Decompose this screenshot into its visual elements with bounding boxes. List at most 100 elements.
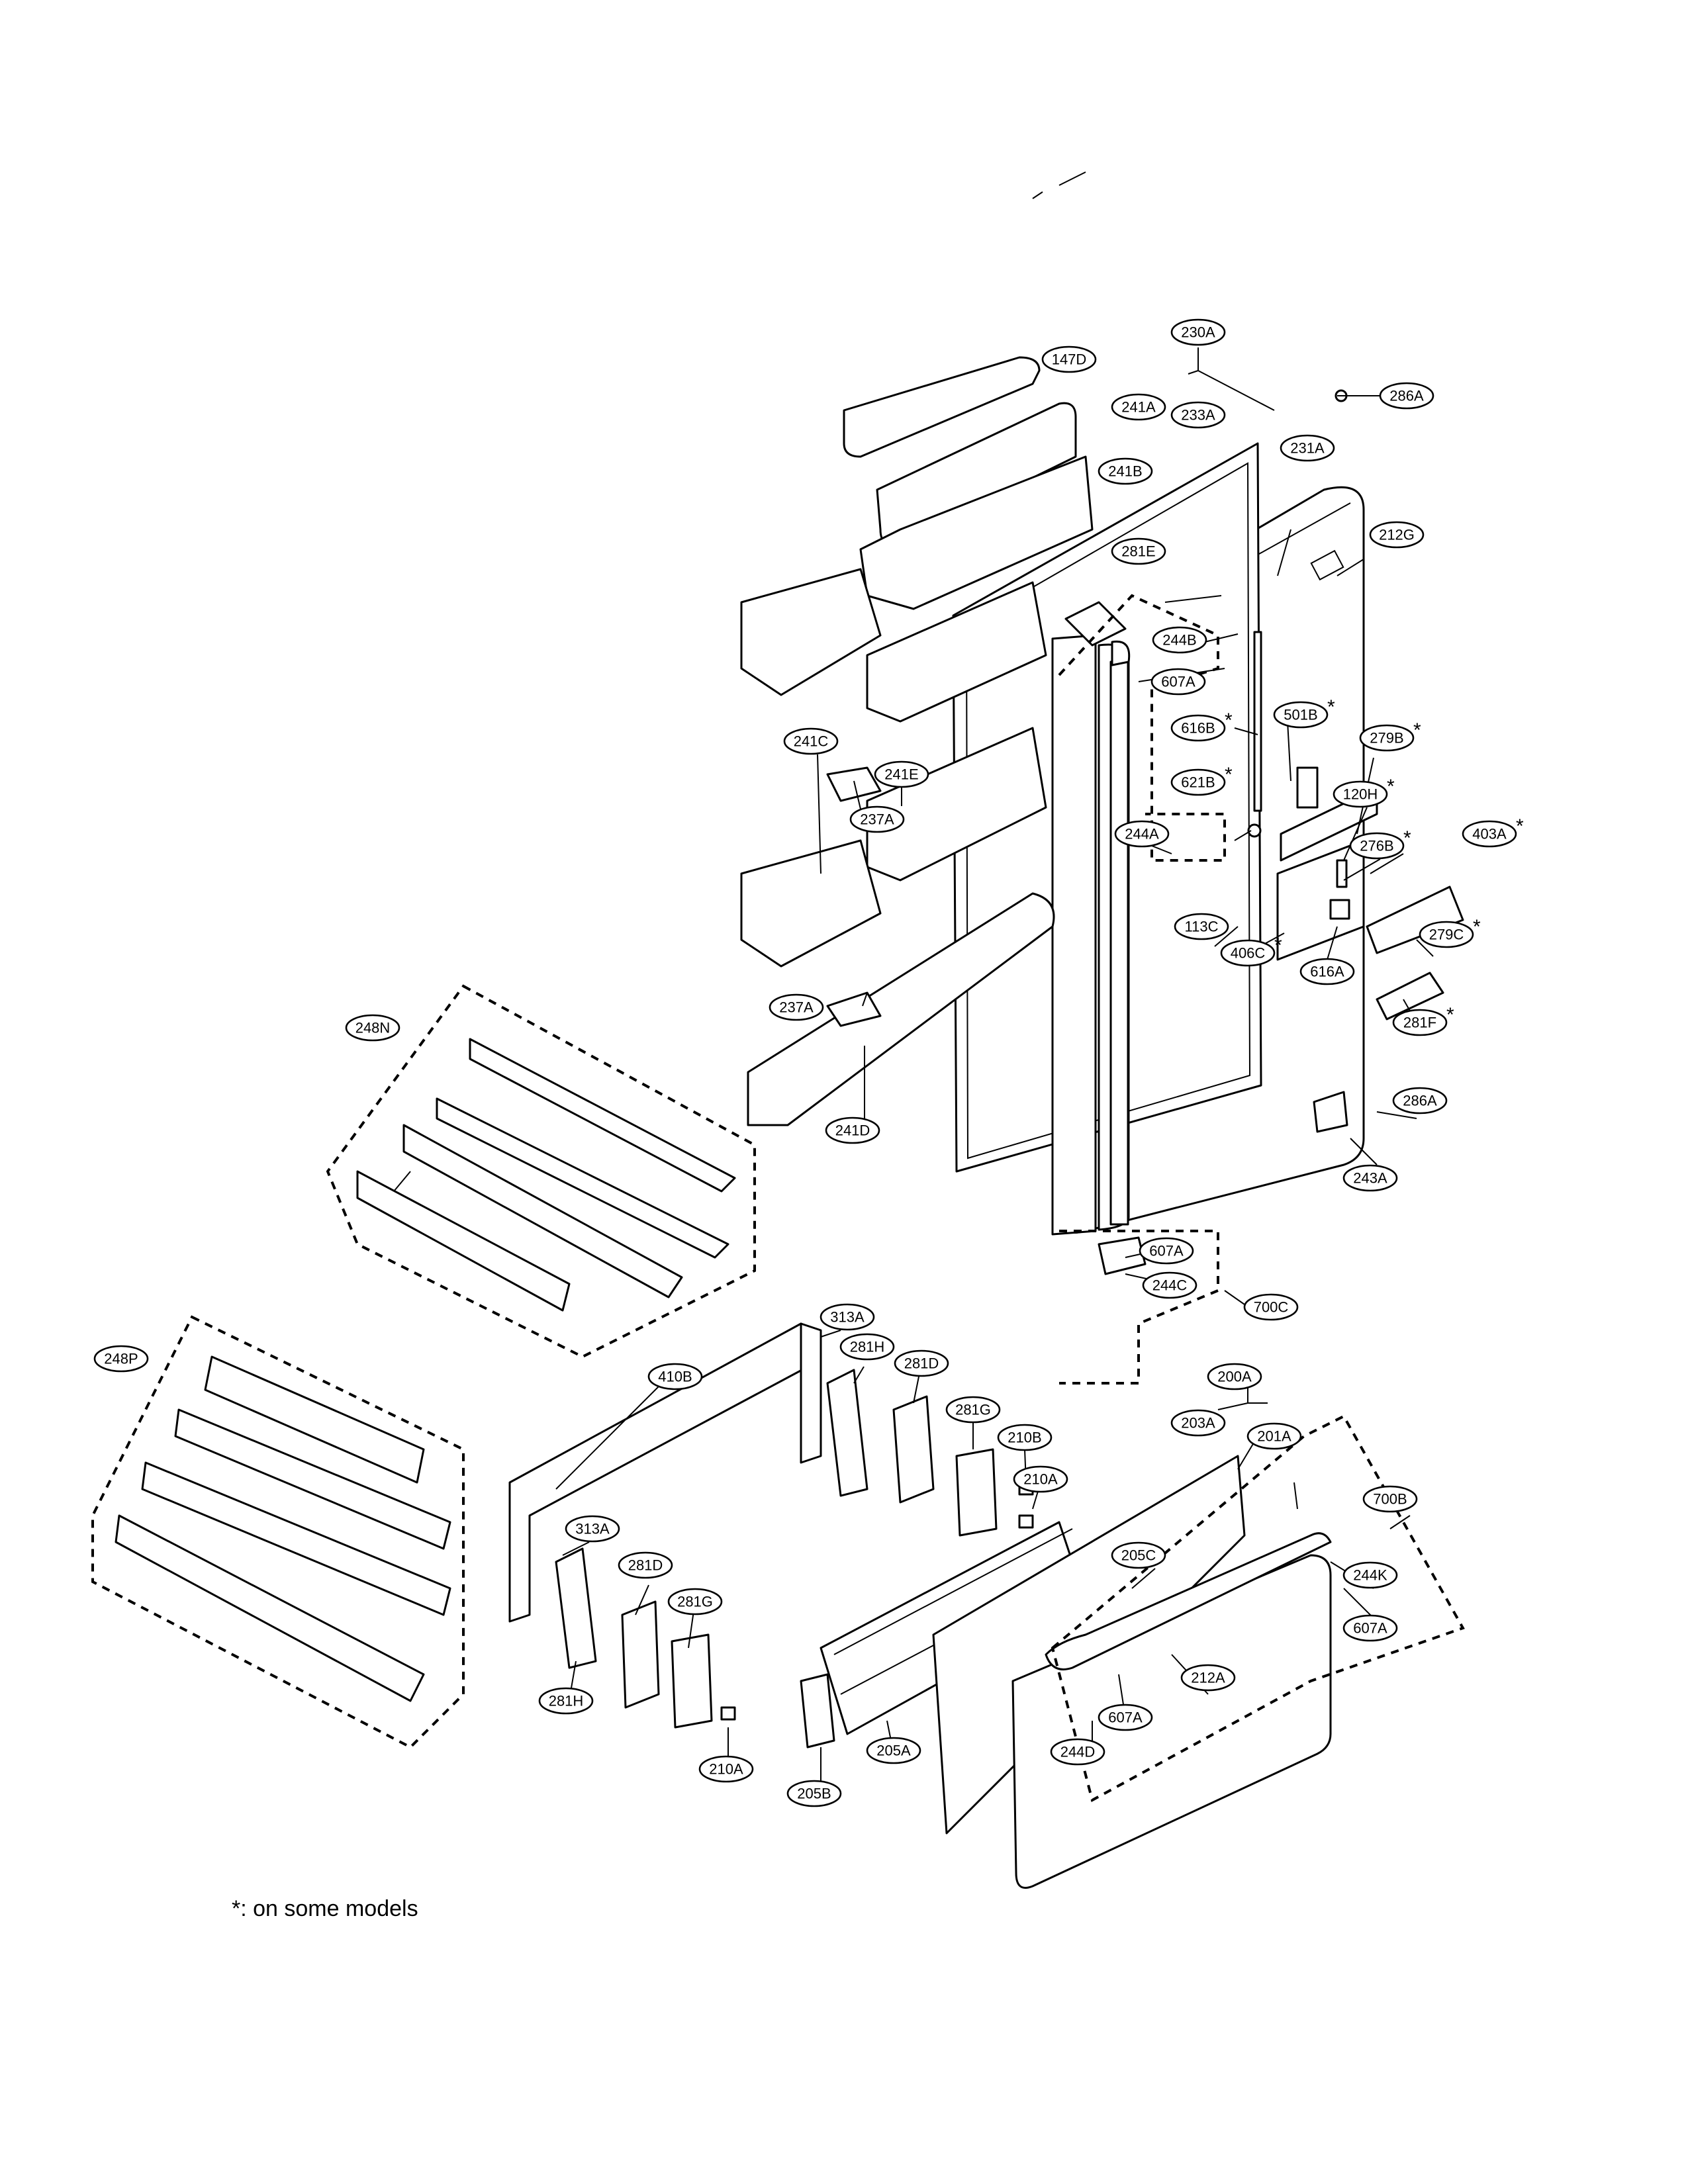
callout-244k: 244K	[1342, 1561, 1398, 1589]
callout-oval	[1170, 714, 1226, 742]
callout-244c: 244C	[1142, 1271, 1197, 1299]
callout-607a: 607A	[1098, 1704, 1153, 1731]
callout-label: 212G	[1379, 527, 1415, 543]
callout-oval	[1362, 1485, 1418, 1513]
drawer-frame-410B	[508, 1322, 822, 1623]
callout-241a: 241A	[1111, 393, 1166, 421]
callout-oval	[1462, 820, 1517, 848]
callout-label: 279C	[1429, 927, 1464, 943]
some-models-asterisk: *	[1225, 709, 1233, 731]
callout-label: 313A	[830, 1309, 865, 1326]
callout-244b: 244B	[1152, 626, 1207, 654]
callout-label: 120H	[1343, 786, 1378, 803]
callout-oval	[1098, 1704, 1153, 1731]
callout-248p: 248P	[93, 1345, 149, 1373]
callout-oval	[1139, 1237, 1194, 1265]
callout-oval	[667, 1588, 723, 1615]
callout-607a: 607A	[1150, 668, 1206, 696]
hinge-bar	[1051, 634, 1130, 1236]
callout-label: 237A	[779, 999, 814, 1016]
callout-700c: 700C	[1243, 1293, 1299, 1321]
callout-oval	[894, 1349, 949, 1377]
callout-276b: 276B*	[1349, 827, 1411, 860]
callout-205b: 205B	[786, 1780, 842, 1807]
rail-set-248N	[356, 1038, 736, 1312]
callout-oval	[1342, 1614, 1398, 1642]
callout-oval	[1369, 521, 1425, 549]
callout-label: 244C	[1152, 1277, 1188, 1294]
callout-oval	[1349, 832, 1405, 860]
callout-oval	[839, 1333, 895, 1361]
callout-244d: 244D	[1050, 1738, 1105, 1766]
callout-label: 201A	[1257, 1428, 1291, 1445]
callout-oval	[1170, 401, 1226, 429]
callout-281g: 281G	[667, 1588, 723, 1615]
callout-label: 406C	[1231, 945, 1266, 962]
callout-281h: 281H	[839, 1333, 895, 1361]
callout-212g: 212G	[1369, 521, 1425, 549]
callout-label: 607A	[1353, 1620, 1387, 1637]
upper-door-bins	[740, 356, 1094, 1126]
callout-oval	[997, 1424, 1053, 1451]
callout-281f: 281F*	[1392, 1004, 1454, 1036]
callout-200a: 200A	[1207, 1363, 1262, 1390]
callout-700b: 700B	[1362, 1485, 1418, 1513]
callout-oval	[849, 805, 905, 833]
callout-248n: 248N	[345, 1014, 400, 1042]
callout-label: 230A	[1181, 324, 1215, 341]
callout-label: 244A	[1125, 826, 1159, 842]
rail-set-248P	[115, 1355, 451, 1702]
callout-241e: 241E	[874, 760, 929, 788]
callout-label: 205B	[797, 1786, 831, 1802]
some-models-asterisk: *	[1327, 696, 1335, 718]
callout-113c: 113C	[1174, 913, 1229, 940]
callout-label: 205A	[876, 1743, 911, 1759]
footnote-symbol: *	[232, 1896, 241, 1921]
callout-oval	[1243, 1293, 1299, 1321]
callout-233a: 233A	[1170, 401, 1226, 429]
callout-212a: 212A	[1180, 1664, 1236, 1692]
callout-237a: 237A	[849, 805, 905, 833]
callout-210a: 210A	[1013, 1465, 1068, 1493]
callout-label: 279B	[1370, 730, 1403, 747]
callout-oval	[1207, 1363, 1262, 1390]
callout-label: 616A	[1310, 964, 1344, 980]
footnote-text: : on some models	[240, 1896, 418, 1921]
callout-410b: 410B	[647, 1363, 703, 1390]
callout-203a: 203A	[1170, 1409, 1226, 1437]
parts-artwork	[91, 171, 1465, 1889]
callout-oval	[1050, 1738, 1105, 1766]
callout-oval	[698, 1755, 754, 1783]
callout-oval	[866, 1737, 921, 1764]
callout-313a: 313A	[820, 1303, 875, 1331]
callout-label: 210A	[1023, 1471, 1058, 1488]
callout-120h: 120H*	[1333, 776, 1395, 808]
callout-oval	[1111, 1541, 1166, 1569]
some-models-asterisk: *	[1516, 815, 1524, 837]
some-models-asterisk: *	[1225, 764, 1233, 786]
callout-label: 607A	[1161, 674, 1196, 690]
callout-oval	[1013, 1465, 1068, 1493]
callout-oval	[769, 993, 824, 1021]
callout-label: 147D	[1052, 351, 1087, 368]
callout-label: 248N	[355, 1020, 391, 1036]
callout-oval	[1273, 701, 1329, 729]
callout-label: 241C	[794, 733, 829, 750]
callout-oval	[345, 1014, 400, 1042]
callout-oval	[874, 760, 929, 788]
callout-label: 281G	[677, 1594, 713, 1610]
callout-label: 210A	[709, 1761, 743, 1778]
callout-oval	[1174, 913, 1229, 940]
callout-label: 243A	[1353, 1170, 1387, 1187]
callout-label: 281H	[850, 1339, 885, 1355]
callout-label: 410B	[658, 1369, 692, 1385]
callout-label: 248P	[104, 1351, 138, 1367]
callout-oval	[1419, 921, 1474, 948]
callout-403a: 403A*	[1462, 815, 1524, 848]
callout-label: 200A	[1217, 1369, 1252, 1385]
callout-label: 233A	[1181, 407, 1215, 424]
callout-210b: 210B	[997, 1424, 1053, 1451]
callout-281h: 281H	[538, 1687, 594, 1715]
callout-406c: 406C*	[1220, 934, 1282, 967]
callout-oval	[1342, 1561, 1398, 1589]
